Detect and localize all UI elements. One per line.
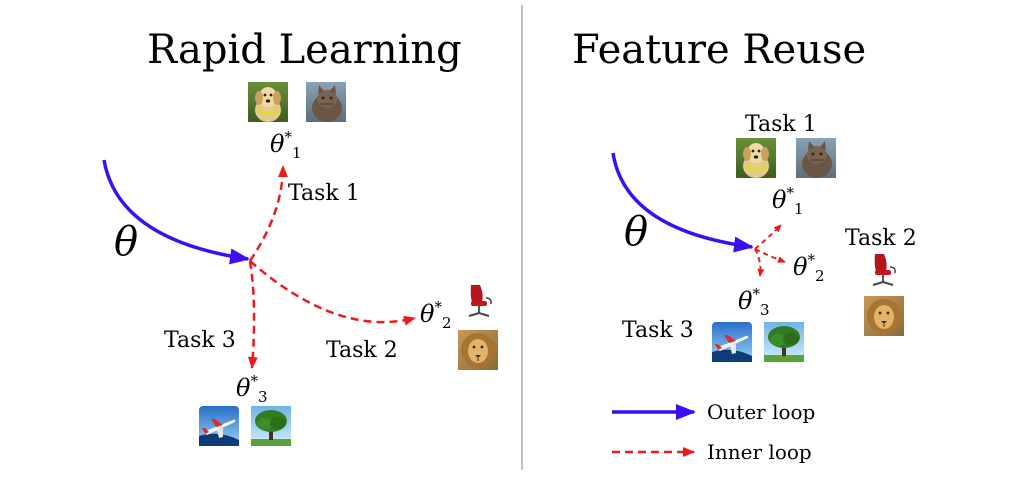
- right-outer-loop-arrow: [611, 152, 754, 253]
- right-office-chair-icon: [863, 250, 905, 292]
- left-theta2-sub: 2: [441, 314, 452, 332]
- right-dog-photo-icon: [736, 138, 776, 178]
- left-inner-loop-task2-arrow: [249, 260, 416, 326]
- left-theta1-sup: *: [284, 128, 292, 146]
- left-theta1-star: θ*1: [270, 130, 302, 161]
- right-inner-loop-task1-arrow: [754, 224, 782, 250]
- right-theta2-sub: 2: [814, 267, 825, 285]
- left-theta1-sub: 1: [291, 144, 302, 162]
- right-theta1-star: θ*1: [772, 186, 804, 217]
- left-outer-loop-arrow: [102, 159, 250, 265]
- left-task3-label: Task 3: [164, 328, 236, 353]
- left-task1-label: Task 1: [288, 181, 360, 206]
- left-task2-label: Task 2: [326, 338, 398, 363]
- left-theta2-base: θ: [420, 300, 435, 328]
- left-cat-photo-icon: [305, 81, 347, 123]
- right-theta3-base: θ: [738, 287, 753, 315]
- right-inner-loop-task3-arrow: [754, 248, 765, 277]
- right-tree-photo-icon: [764, 322, 804, 362]
- left-theta3-sub: 3: [257, 388, 268, 406]
- right-task2-label: Task 2: [845, 226, 917, 251]
- left-theta3-star: θ*3: [236, 374, 268, 405]
- right-task1-label: Task 1: [745, 112, 817, 137]
- right-theta2-sup: *: [807, 251, 815, 269]
- right-theta2-base: θ: [793, 253, 808, 281]
- left-theta-label: θ: [114, 219, 139, 265]
- right-theta1-base: θ: [772, 186, 787, 214]
- right-theta1-sub: 1: [793, 200, 804, 218]
- left-tree-photo-icon: [251, 406, 291, 446]
- left-theta3-base: θ: [236, 374, 251, 402]
- left-lion-photo-icon: [457, 329, 499, 371]
- left-airplane-photo-icon: [199, 406, 239, 446]
- left-office-chair-icon: [459, 281, 501, 323]
- right-task3-label: Task 3: [622, 318, 694, 343]
- right-inner-loop-task2-arrow: [754, 248, 786, 263]
- right-theta3-star: θ*3: [738, 287, 770, 318]
- left-theta1-base: θ: [270, 130, 285, 158]
- right-airplane-photo-icon: [712, 322, 752, 362]
- legend-inner-loop-label: Inner loop: [707, 440, 812, 464]
- right-theta3-sub: 3: [759, 301, 770, 319]
- left-inner-loop-task3-arrow: [247, 260, 258, 369]
- right-cat-photo-icon: [795, 137, 837, 179]
- right-theta2-star: θ*2: [793, 253, 825, 284]
- left-panel-title: Rapid Learning: [147, 27, 462, 73]
- left-theta2-sup: *: [434, 298, 442, 316]
- left-inner-loop-task1-arrow: [248, 165, 288, 262]
- left-theta3-sup: *: [250, 372, 258, 390]
- legend-outer-loop-label: Outer loop: [707, 400, 816, 424]
- right-theta3-sup: *: [752, 285, 760, 303]
- right-theta-label: θ: [624, 209, 649, 255]
- left-theta2-star: θ*2: [420, 300, 452, 331]
- right-lion-photo-icon: [863, 295, 905, 337]
- right-panel-title: Feature Reuse: [572, 27, 867, 73]
- right-theta1-sup: *: [786, 184, 794, 202]
- left-dog-photo-icon: [248, 82, 288, 122]
